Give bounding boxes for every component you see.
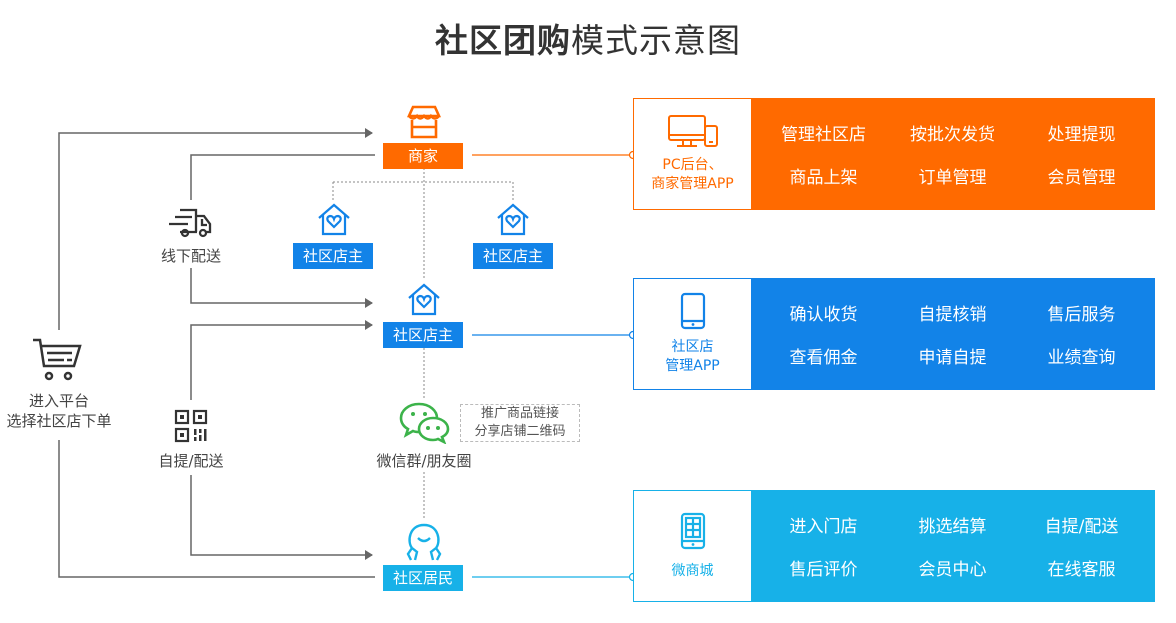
feature-item[interactable]: 在线客服 xyxy=(1047,560,1116,580)
qr-code-icon xyxy=(173,408,209,444)
feature-item[interactable]: 自提/配送 xyxy=(1044,517,1119,537)
note-line2: 分享店铺二维码 xyxy=(474,424,566,439)
line-merchant-delivery xyxy=(190,154,375,200)
feature-item[interactable]: 处理提现 xyxy=(1047,125,1116,145)
feature-item[interactable]: 查看佣金 xyxy=(789,348,858,368)
feature-item[interactable]: 订单管理 xyxy=(918,168,987,188)
smartphone-icon xyxy=(680,292,705,330)
feature-item[interactable]: 售后服务 xyxy=(1047,305,1116,325)
customer-label-line1: 进入平台 xyxy=(28,392,89,410)
wechat-icon xyxy=(399,402,451,445)
title-normal: 模式示意图 xyxy=(571,21,741,60)
mall-panel-label-1: 微商城 xyxy=(671,562,714,579)
feature-item[interactable]: 商品上架 xyxy=(789,168,858,188)
owner-panel: 社区店 管理APP 确认收货 自提核销 售后服务 查看佣金 申请自提 业绩查询 xyxy=(633,278,1155,390)
owner-tag-main[interactable]: 社区店主 xyxy=(383,322,463,348)
merchant-panel: PC后台、 商家管理APP 管理社区店 按批次发货 处理提现 商品上架 订单管理… xyxy=(633,98,1155,210)
arrow-pickup-to-resident xyxy=(190,475,373,560)
merchant-panel-label-2: 商家管理APP xyxy=(651,176,734,192)
mall-feature-grid: 进入门店 挑选结算 自提/配送 售后评价 会员中心 在线客服 xyxy=(751,491,1154,601)
storefront-icon xyxy=(406,104,442,140)
arrow-customer-to-merchant xyxy=(58,128,373,330)
shopping-cart-icon xyxy=(30,336,84,386)
wechat-label: 微信群/朋友圈 xyxy=(360,451,488,471)
owner-panel-label-1: 社区店 xyxy=(671,339,714,355)
promotion-note: 推广商品链接分享店铺二维码 xyxy=(460,404,580,442)
delivery-label: 线下配送 xyxy=(148,246,234,266)
pickup-label: 自提/配送 xyxy=(148,451,234,471)
mall-panel-side: 微商城 xyxy=(634,491,751,601)
line-customer-to-resident xyxy=(58,440,375,578)
house-heart-icon xyxy=(496,203,530,236)
feature-item[interactable]: 确认收货 xyxy=(789,305,858,325)
title-bold: 社区团购 xyxy=(435,21,571,60)
feature-item[interactable]: 按批次发货 xyxy=(910,125,995,145)
resident-tag[interactable]: 社区居民 xyxy=(383,565,463,591)
delivery-truck-icon xyxy=(166,204,214,238)
diagram-title: 社区团购模式示意图 xyxy=(0,14,1176,62)
feature-item[interactable]: 会员中心 xyxy=(918,560,987,580)
owner-panel-side: 社区店 管理APP xyxy=(634,279,751,389)
owner-panel-label-2: 管理APP xyxy=(665,358,720,374)
feature-item[interactable]: 售后评价 xyxy=(789,560,858,580)
merchant-feature-grid: 管理社区店 按批次发货 处理提现 商品上架 订单管理 会员管理 xyxy=(751,99,1154,209)
customer-label: 进入平台选择社区店下单 xyxy=(0,391,118,431)
customer-label-line2: 选择社区店下单 xyxy=(6,412,112,430)
merchant-tag[interactable]: 商家 xyxy=(383,143,463,169)
feature-item[interactable]: 业绩查询 xyxy=(1047,348,1116,368)
owner-feature-grid: 确认收货 自提核销 售后服务 查看佣金 申请自提 业绩查询 xyxy=(751,279,1154,389)
feature-item[interactable]: 挑选结算 xyxy=(918,517,987,537)
house-heart-icon xyxy=(317,203,351,236)
mall-panel: 微商城 进入门店 挑选结算 自提/配送 售后评价 会员中心 在线客服 xyxy=(633,490,1155,602)
owner-tag-left[interactable]: 社区店主 xyxy=(293,243,373,269)
house-heart-icon xyxy=(407,283,441,316)
feature-item[interactable]: 管理社区店 xyxy=(781,125,866,145)
feature-item[interactable]: 会员管理 xyxy=(1047,168,1116,188)
arrow-pickup-to-owner xyxy=(190,320,373,400)
feature-item[interactable]: 申请自提 xyxy=(918,348,987,368)
merchant-panel-label-1: PC后台、 xyxy=(662,157,723,173)
resident-smile-icon xyxy=(404,522,444,562)
note-line1: 推广商品链接 xyxy=(480,406,559,421)
mini-app-phone-icon xyxy=(680,512,705,549)
owner-tag-right[interactable]: 社区店主 xyxy=(473,243,553,269)
feature-item[interactable]: 自提核销 xyxy=(918,305,987,325)
arrow-delivery-to-owner xyxy=(190,268,373,308)
merchant-panel-side: PC后台、 商家管理APP xyxy=(634,99,751,209)
feature-item[interactable]: 进入门店 xyxy=(789,517,858,537)
pc-and-phone-icon xyxy=(667,115,718,147)
